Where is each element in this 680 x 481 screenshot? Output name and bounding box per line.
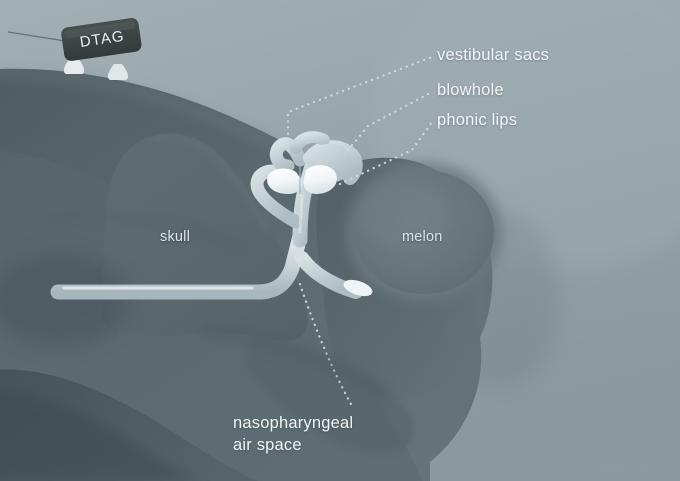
melon-organ [346, 162, 502, 302]
leader-nasopharyngeal [298, 282, 354, 408]
dtag-antenna [7, 31, 73, 43]
head-nodule [343, 279, 373, 297]
dtag-device [7, 17, 142, 80]
leader-lines [286, 55, 434, 408]
leader-blowhole [346, 90, 434, 152]
dtag-body [61, 17, 142, 61]
dtag-suction-cups [63, 58, 129, 80]
leader-phonic-lips [338, 120, 434, 186]
phonic-lips [267, 165, 337, 194]
lower-jaw-mass [0, 254, 414, 481]
body-shading [39, 210, 560, 400]
leader-vestibular-sacs [286, 55, 434, 142]
